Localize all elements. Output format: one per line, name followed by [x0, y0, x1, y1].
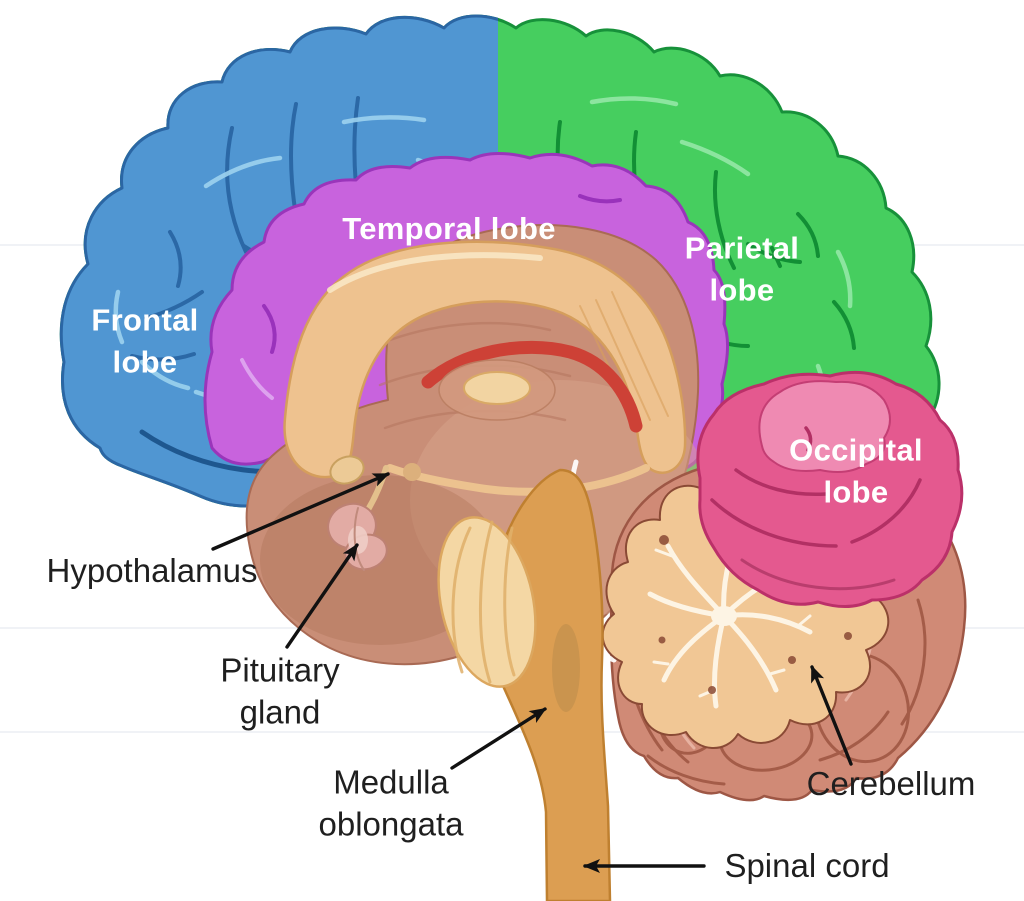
arrow-medulla-oblongata	[450, 707, 547, 770]
red-stripe	[421, 340, 643, 433]
thalamus	[438, 359, 556, 421]
arrow-pituitary-gland	[285, 543, 359, 649]
arrow-cerebellum	[810, 665, 853, 766]
occipital-lobe-region	[696, 370, 964, 608]
brainstem-region	[437, 468, 612, 901]
mammillary-body	[403, 463, 421, 481]
medulla-shading	[552, 624, 580, 712]
corpus-callosum	[283, 240, 687, 479]
pons-striations	[451, 520, 516, 684]
pons	[437, 516, 537, 688]
annotation-arrows	[211, 472, 853, 873]
occipital-gyrus-highlight	[758, 380, 891, 473]
optic-chiasm	[329, 455, 365, 485]
occipital-sulci	[710, 426, 922, 548]
arrow-hypothalamus	[211, 472, 390, 551]
